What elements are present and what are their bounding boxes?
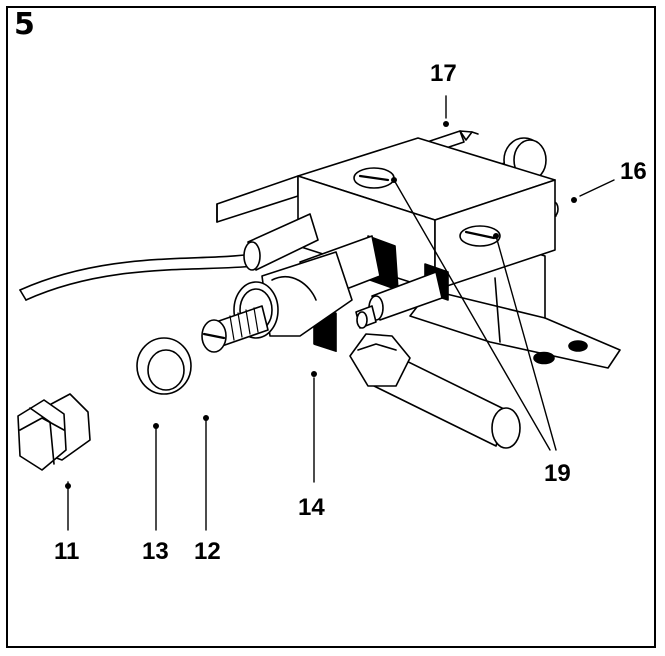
callout-12: 12 [194, 538, 221, 565]
callout-19: 19 [544, 460, 571, 487]
callout-16: 16 [620, 158, 647, 185]
leader-lines [67, 95, 615, 531]
right-mounting-plate [409, 251, 621, 369]
callout-13: 13 [142, 538, 169, 565]
callout-17: 17 [430, 60, 457, 87]
callout-11: 11 [54, 538, 80, 565]
plug-11 [17, 393, 91, 471]
figure-number: 5 [14, 7, 35, 42]
ignition-pin [355, 271, 443, 329]
top-screw [459, 225, 501, 247]
hex-nut [349, 333, 411, 387]
leader-dots [65, 121, 577, 489]
left-mounting-plate [216, 175, 299, 223]
thermocouple-cable [19, 213, 319, 301]
mounting-hole [533, 351, 555, 365]
screw-12 [201, 305, 269, 353]
top-screw [353, 167, 395, 189]
mounting-hole [568, 340, 588, 352]
washer-13 [136, 337, 192, 395]
callout-14: 14 [298, 494, 325, 521]
